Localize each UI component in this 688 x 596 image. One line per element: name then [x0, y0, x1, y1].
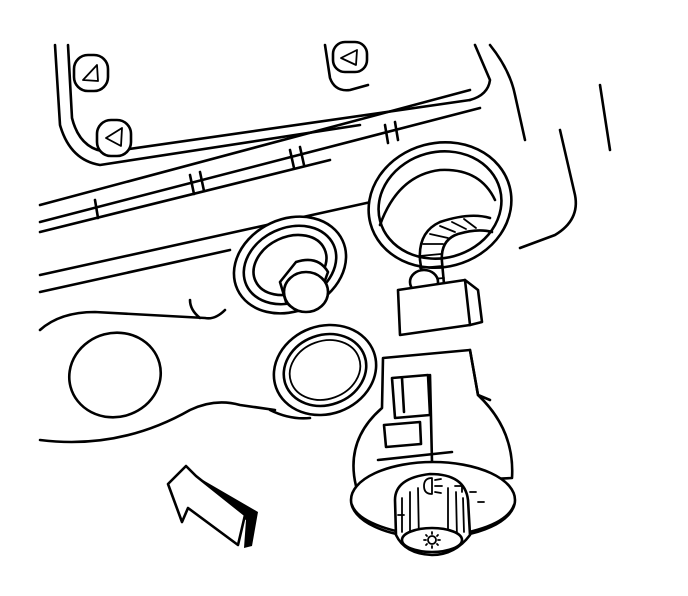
rotary-knob[interactable] — [393, 472, 472, 557]
sun-dimmer-symbol-icon — [423, 531, 441, 549]
lower-panel — [38, 83, 612, 444]
up-arrow-button[interactable] — [72, 53, 110, 93]
down-arrow-button[interactable] — [95, 118, 133, 158]
round-vent — [67, 331, 163, 419]
direction-arrow-icon — [166, 464, 258, 548]
top-right-arrow-button[interactable] — [331, 40, 369, 74]
triangle-down-icon — [105, 127, 123, 147]
parking-lamp-symbol-icon — [454, 485, 485, 503]
trim-strip — [38, 88, 482, 234]
triangle-icon — [340, 49, 358, 66]
harness-opening — [367, 140, 513, 270]
headlamp-symbol-icon — [423, 477, 443, 495]
headlamp-switch[interactable] — [349, 348, 517, 557]
triangle-up-icon — [82, 64, 99, 82]
push-knob[interactable] — [218, 199, 362, 331]
switch-socket — [272, 323, 378, 417]
electrical-connector — [396, 278, 484, 337]
